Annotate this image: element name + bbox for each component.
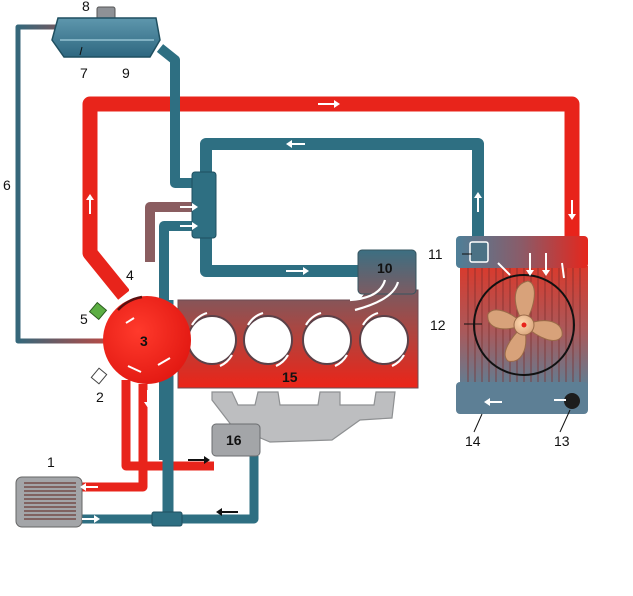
part-labels: 1 2 3 4 5 6 7 8 9 10 11 12 13 14 15 16 (3, 0, 570, 470)
black-flow-arrows (188, 456, 238, 516)
cylinder-1 (187, 315, 237, 365)
engine-block (177, 249, 419, 389)
heater-core (15, 476, 83, 528)
label-8: 8 (82, 0, 90, 14)
radiator-bottom-tank (456, 382, 588, 414)
tee-junction (151, 511, 183, 527)
cylinder-4 (359, 315, 409, 365)
label-1: 1 (47, 454, 55, 470)
label-10: 10 (377, 260, 393, 276)
fan-shroud (473, 274, 575, 376)
label-7: 7 (80, 65, 88, 81)
water-pump (88, 295, 191, 385)
head-outlet-10 (357, 249, 417, 295)
hot-pipe-radiator-inlet (82, 96, 580, 300)
expansion-tank (51, 6, 161, 58)
label-15: 15 (282, 369, 298, 385)
label-12: 12 (430, 317, 446, 333)
heater-hot-pipe (82, 384, 148, 492)
pump-arrows (125, 317, 171, 373)
label-2: 2 (96, 389, 104, 405)
block-body (177, 289, 419, 389)
heater-valve-16 (211, 423, 261, 457)
label-14: 14 (465, 433, 481, 449)
cooling-fan-12 (473, 274, 575, 376)
thermostat-housing (191, 171, 217, 239)
leader-lines (79, 46, 571, 433)
pump-body (103, 296, 191, 384)
radiator (456, 236, 588, 414)
heater-core-fins (24, 482, 76, 520)
radiator-top-tank (456, 236, 588, 268)
label-4: 4 (126, 267, 134, 283)
fan-blades (487, 280, 563, 362)
label-3: 3 (140, 333, 148, 349)
label-11: 11 (428, 246, 443, 262)
fan-hub-center (521, 322, 527, 328)
coolant-flow-arrows (191, 279, 405, 368)
cold-pipe-radiator-outlet (200, 138, 484, 238)
cylinders (187, 315, 409, 365)
cylinder-3 (302, 315, 352, 365)
label-9: 9 (122, 65, 130, 81)
drain-plug-13 (564, 393, 580, 409)
pump-seal-4 (117, 295, 143, 311)
label-6: 6 (3, 177, 11, 193)
label-5: 5 (80, 311, 88, 327)
label-16: 16 (226, 432, 242, 448)
expansion-tank-feed-pipe (156, 44, 204, 188)
overflow-hose-6 (15, 24, 106, 344)
flow-arrows (80, 100, 576, 523)
tank-body (51, 17, 161, 58)
heater-feed-pipe (121, 380, 214, 471)
sensor-5 (88, 301, 108, 321)
thermostat-to-head-pipe (200, 230, 362, 277)
radiator-sensor-11 (469, 241, 489, 263)
cylinder-2 (243, 315, 293, 365)
label-13: 13 (554, 433, 570, 449)
sensor-2 (90, 367, 108, 385)
